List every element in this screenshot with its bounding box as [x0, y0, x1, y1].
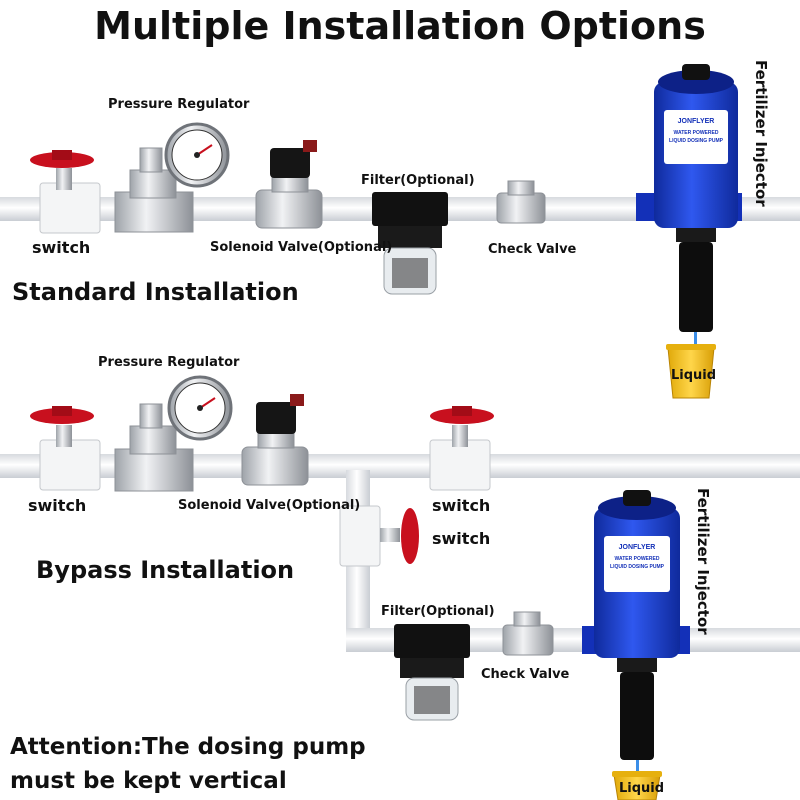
label-switch-bypass-right: switch — [432, 496, 491, 515]
pump-label-line2: LIQUID DOSING PUMP — [669, 138, 724, 144]
label-fertilizer-injector-bypass: Fertilizer Injector — [694, 488, 712, 635]
standard-solenoid-valve — [255, 140, 323, 229]
page-title: Multiple Installation Options — [94, 4, 706, 48]
bypass-switch-valve-right — [429, 406, 494, 491]
heading-bypass-installation: Bypass Installation — [36, 556, 295, 584]
pump-label-line1: WATER POWERED — [615, 556, 660, 562]
label-fertilizer-injector-standard: Fertilizer Injector — [752, 60, 770, 207]
label-filter-standard: Filter(Optional) — [361, 173, 475, 188]
bypass-dosing-pump: JONFLYER WATER POWERED LIQUID DOSING PUM… — [582, 490, 690, 772]
heading-standard-installation: Standard Installation — [12, 278, 299, 306]
pump-label-line2: LIQUID DOSING PUMP — [610, 564, 665, 570]
standard-pressure-regulator — [114, 122, 230, 233]
label-check-valve-standard: Check Valve — [488, 242, 577, 257]
standard-dosing-pump: JONFLYER WATER POWERED LIQUID DOSING PUM… — [636, 64, 742, 346]
attention-note: Attention:The dosing pump must be kept v… — [10, 734, 366, 794]
label-check-valve-bypass: Check Valve — [481, 667, 570, 682]
bypass-check-valve — [502, 611, 554, 656]
bypass-switch-valve-left — [30, 406, 101, 491]
pump-label-line1: WATER POWERED — [674, 130, 719, 136]
pump-brand-text: JONFLYER — [678, 118, 715, 125]
label-switch-bypass-left: switch — [28, 496, 87, 515]
label-liquid-standard: Liquid — [671, 368, 717, 383]
label-pressure-regulator-bypass: Pressure Regulator — [98, 355, 240, 370]
standard-switch-valve — [30, 150, 101, 234]
bypass-pressure-regulator — [114, 375, 233, 492]
bypass-branch-switch-valve — [339, 505, 419, 567]
standard-check-valve — [496, 180, 546, 224]
label-filter-bypass: Filter(Optional) — [381, 604, 495, 619]
standard-liquid-bucket — [666, 344, 716, 399]
label-liquid-bypass: Liquid — [619, 781, 665, 796]
bypass-solenoid-valve — [241, 394, 309, 486]
bypass-filter — [394, 624, 470, 721]
bypass-liquid-bucket — [612, 771, 662, 800]
label-switch-bypass-branch: switch — [432, 529, 491, 548]
pump-brand-text: JONFLYER — [619, 544, 656, 551]
label-solenoid-valve-standard: Solenoid Valve(Optional) — [210, 240, 393, 255]
label-solenoid-valve-bypass: Solenoid Valve(Optional) — [178, 498, 361, 513]
standard-filter — [372, 192, 448, 295]
label-switch-standard: switch — [32, 238, 91, 257]
label-pressure-regulator-standard: Pressure Regulator — [108, 97, 250, 112]
